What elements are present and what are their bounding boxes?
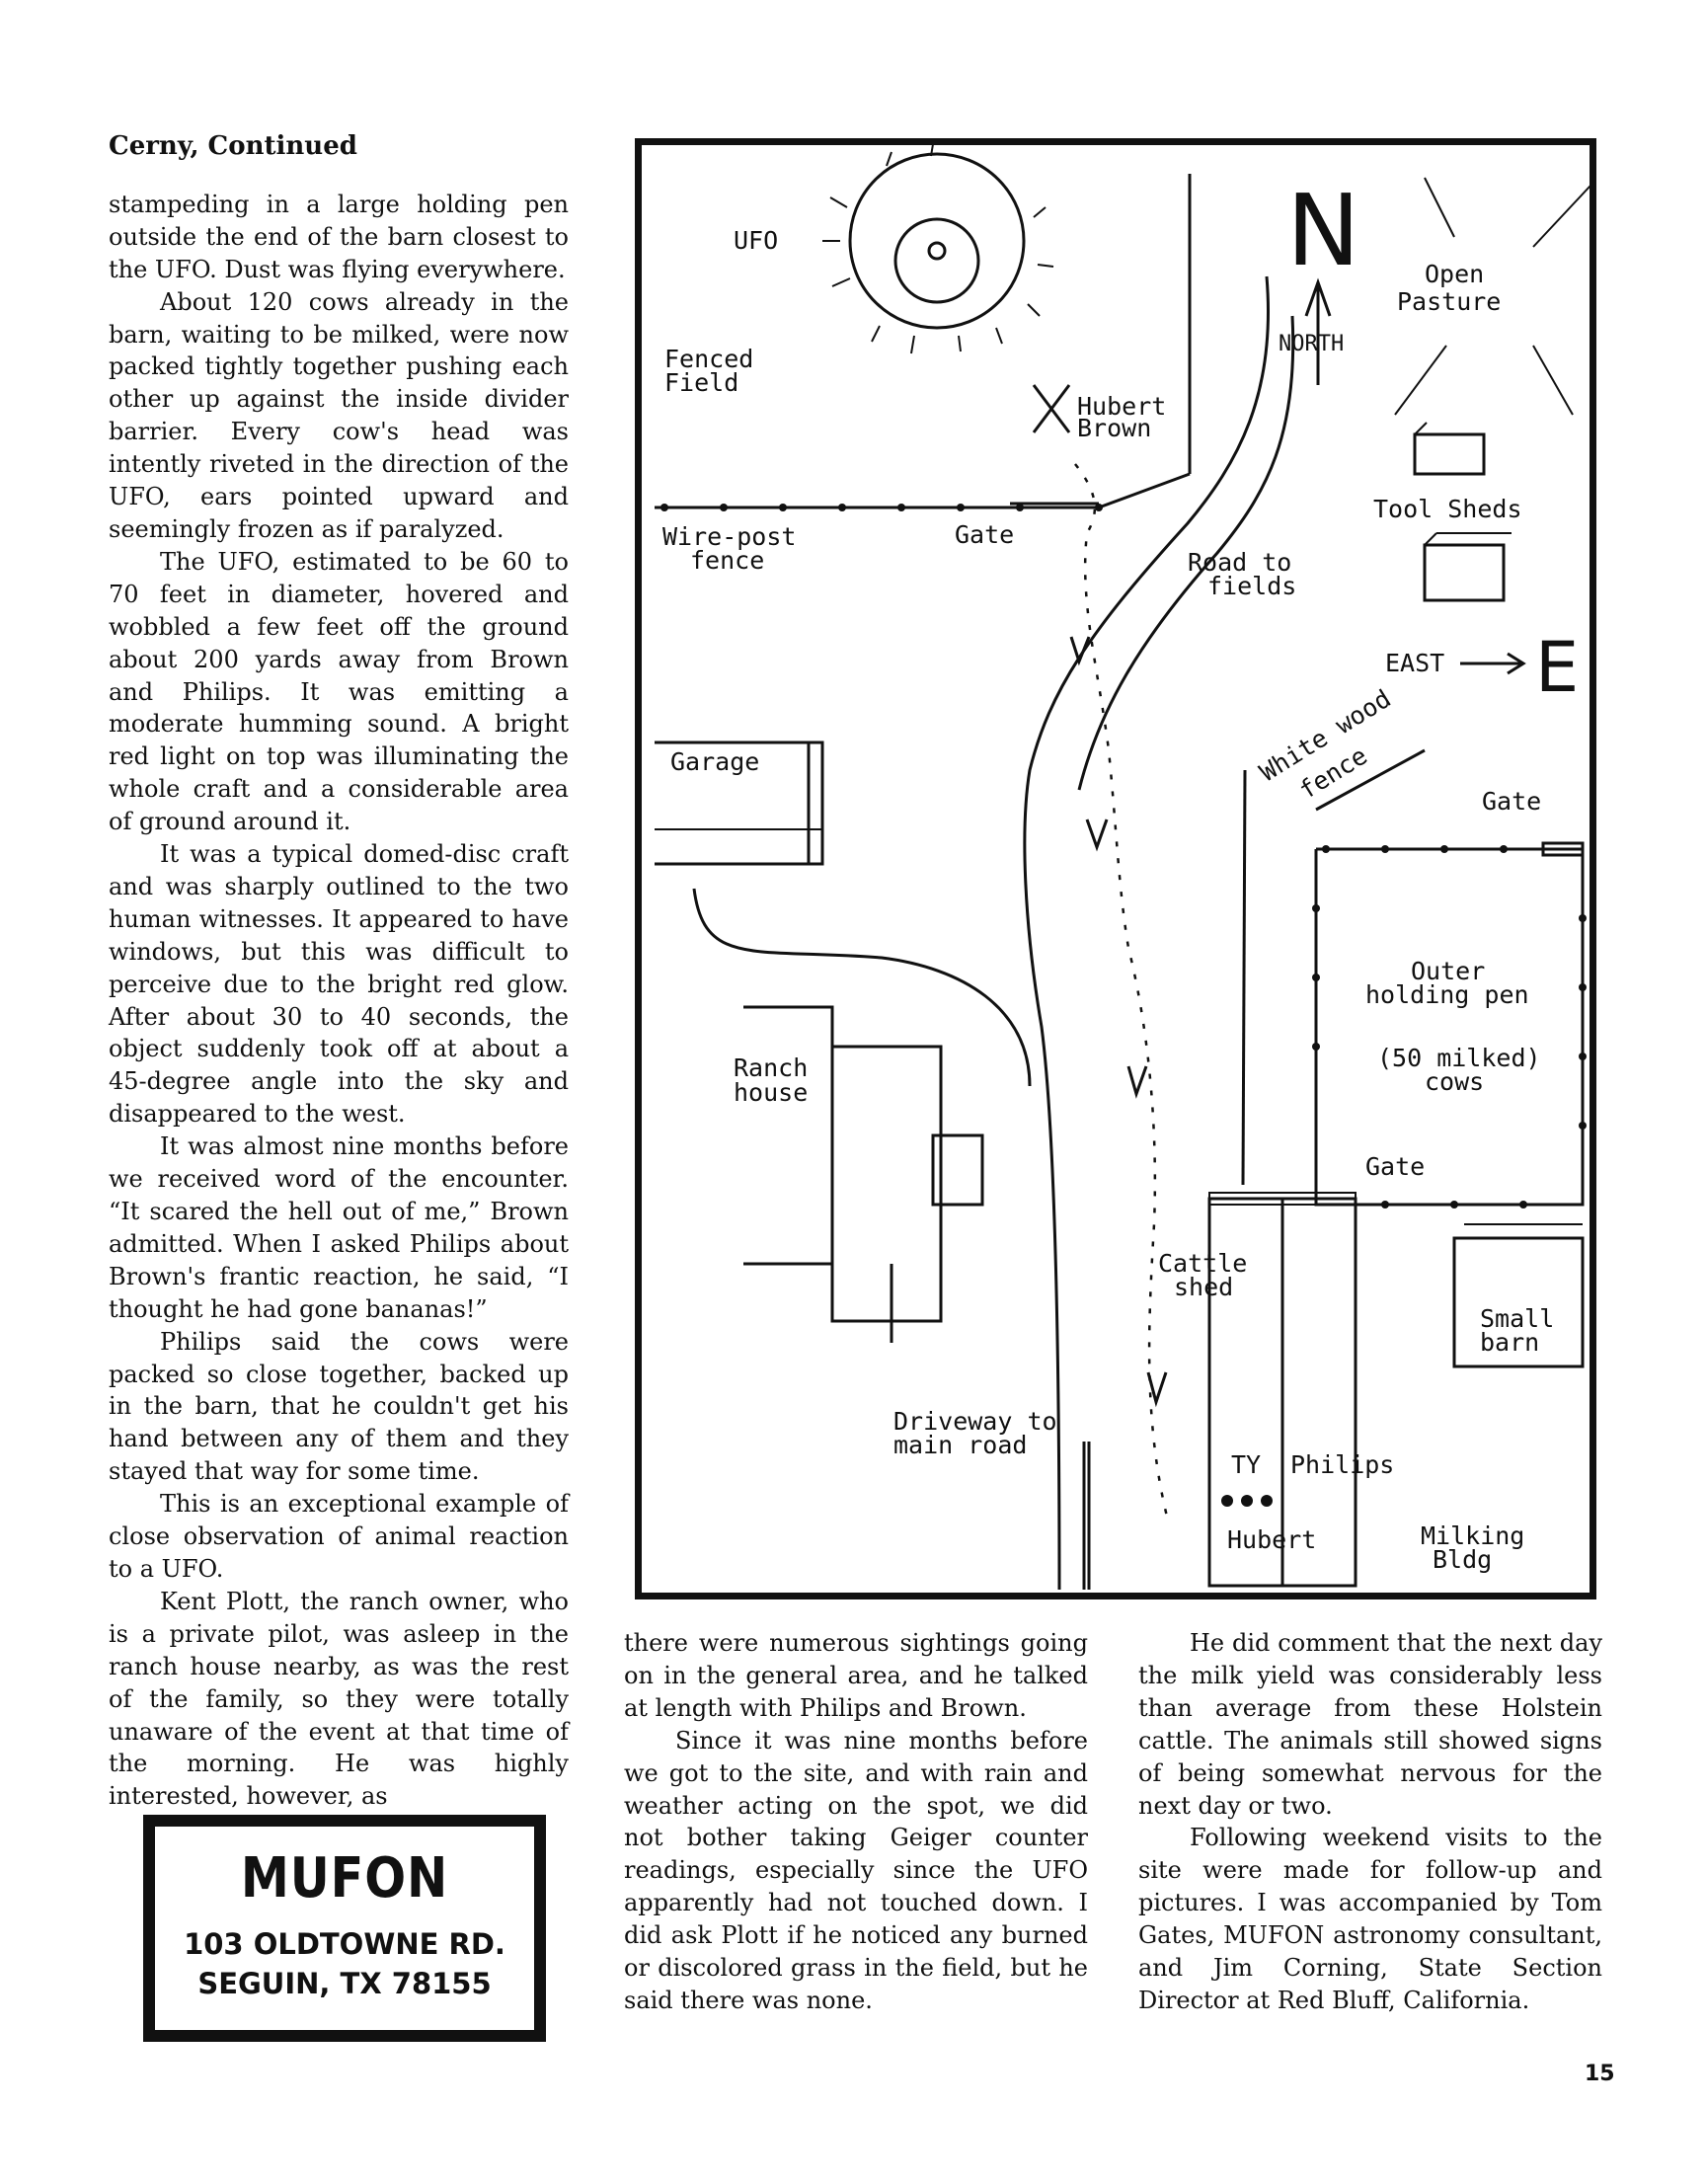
map-frame — [635, 138, 1596, 1599]
paragraph: there were numerous sightings going on i… — [624, 1629, 1088, 1722]
east-label: EAST — [1385, 649, 1444, 677]
driveway — [1082, 1442, 1091, 1590]
gate-label-shed: Gate — [1365, 1152, 1425, 1181]
paragraph: He did comment that the next day the mil… — [1138, 1629, 1602, 1820]
wire-post-fence-label: Wire-post — [662, 522, 796, 551]
page-header: Cerny, Continued — [109, 131, 357, 161]
milked-cows-label: cows — [1425, 1067, 1484, 1096]
paragraph: It was a typical domed-disc craft and wa… — [109, 840, 569, 1129]
pen-posts — [1312, 845, 1587, 1209]
milking-bldg-label: Milking — [1421, 1521, 1524, 1550]
hubert-brown-label: Brown — [1077, 414, 1151, 442]
ranch-site-map: UFO Fenced Field Hubert Brown Wire-post … — [635, 138, 1596, 1599]
hubert-brown-marker — [1032, 384, 1071, 433]
road-to-fields-label: fields — [1207, 572, 1296, 600]
outer-pen-label: holding pen — [1365, 980, 1529, 1009]
paragraph: It was almost nine months before we rece… — [109, 1132, 569, 1323]
cattle-shed-label: Cattle — [1158, 1249, 1247, 1278]
ad-address-line1: 103 OLDTOWNE RD. — [184, 1927, 505, 1961]
outer-pen-label: Outer — [1411, 957, 1485, 985]
page-number: 15 — [1585, 2062, 1615, 2086]
paragraph: Kent Plott, the ranch owner, who is a pr… — [109, 1587, 569, 1811]
driveway-label: main road — [893, 1431, 1027, 1459]
paragraph: stampeding in a large holding pen outsid… — [109, 190, 569, 283]
garage-driveway — [692, 888, 1032, 1087]
small-barn — [1452, 1223, 1585, 1368]
ranch-house-label: house — [734, 1078, 808, 1107]
tool-sheds-label: Tool Sheds — [1373, 495, 1522, 523]
cattle-shed-label: shed — [1174, 1273, 1233, 1301]
article-column-1: Cerny, Continued stampeding in a large h… — [109, 130, 569, 1813]
east-letter: E — [1535, 627, 1579, 708]
ty-label: TY — [1231, 1450, 1261, 1479]
tool-shed-1 — [1413, 422, 1486, 476]
north-label: NORTH — [1279, 332, 1344, 356]
north-arrow — [1304, 277, 1332, 385]
article-column-2: there were numerous sightings going on i… — [624, 1627, 1088, 2017]
ufo-label: UFO — [734, 226, 778, 255]
garage-label: Garage — [670, 747, 759, 776]
north-letter: N — [1286, 173, 1360, 288]
milked-cows-label: (50 milked) — [1377, 1044, 1541, 1072]
garage — [655, 741, 824, 866]
fenced-field-label: Field — [664, 368, 738, 397]
small-barn-label: barn — [1480, 1328, 1539, 1357]
wire-post-fence-label: fence — [690, 546, 764, 575]
white-wood-fence — [1241, 748, 1426, 1186]
ad-title: MUFON — [240, 1846, 449, 1911]
road-to-fields — [1023, 275, 1295, 1591]
driveway-label: Driveway to — [893, 1407, 1057, 1436]
outer-holding-pen — [1314, 841, 1585, 1207]
ranch-house-label: Ranch — [734, 1053, 808, 1082]
cattle-shed — [1207, 1192, 1357, 1588]
road-to-fields-label: Road to — [1188, 548, 1291, 577]
ufo-drawing — [822, 143, 1054, 354]
paragraph: About 120 cows already in the barn, wait… — [109, 287, 569, 543]
tool-shed-2 — [1423, 532, 1512, 602]
open-pasture-label: Open — [1425, 260, 1484, 288]
small-barn-label: Small — [1480, 1304, 1554, 1333]
mufon-address-box: MUFON 103 OLDTOWNE RD. SEGUIN, TX 78155 — [143, 1815, 546, 2042]
gate-label-north: Gate — [955, 520, 1014, 549]
paragraph: The UFO, estimated to be 60 to 70 feet i… — [109, 547, 569, 836]
walk-path — [1074, 463, 1170, 1521]
fence-posts — [660, 504, 1103, 511]
ad-address-line2: SEGUIN, TX 78155 — [197, 1967, 492, 2000]
hubert-brown-label: Hubert — [1077, 392, 1166, 421]
ad-address: 103 OLDTOWNE RD. SEGUIN, TX 78155 — [155, 1924, 534, 2003]
hubert-label: Hubert — [1227, 1525, 1316, 1554]
gate-label-pen: Gate — [1482, 787, 1541, 816]
pasture-rays — [1394, 177, 1591, 416]
fenced-field-label: Fenced — [664, 345, 753, 373]
path-arrows — [1069, 636, 1168, 1408]
witness-markers — [1221, 1495, 1273, 1507]
paragraph: Since it was nine months before we got t… — [624, 1726, 1088, 2014]
philips-label: Philips — [1290, 1450, 1394, 1479]
ranch-house — [743, 1005, 984, 1343]
article-column-3: He did comment that the next day the mil… — [1138, 1627, 1602, 2017]
milking-bldg-label: Bldg — [1433, 1545, 1492, 1574]
paragraph: This is an exceptional example of close … — [109, 1490, 569, 1583]
paragraph: Following weekend visits to the site wer… — [1138, 1824, 1602, 2014]
paragraph: Philips said the cows were packed so clo… — [109, 1327, 569, 1486]
wire-post-fence — [655, 502, 1099, 509]
open-pasture-label: Pasture — [1397, 287, 1501, 316]
